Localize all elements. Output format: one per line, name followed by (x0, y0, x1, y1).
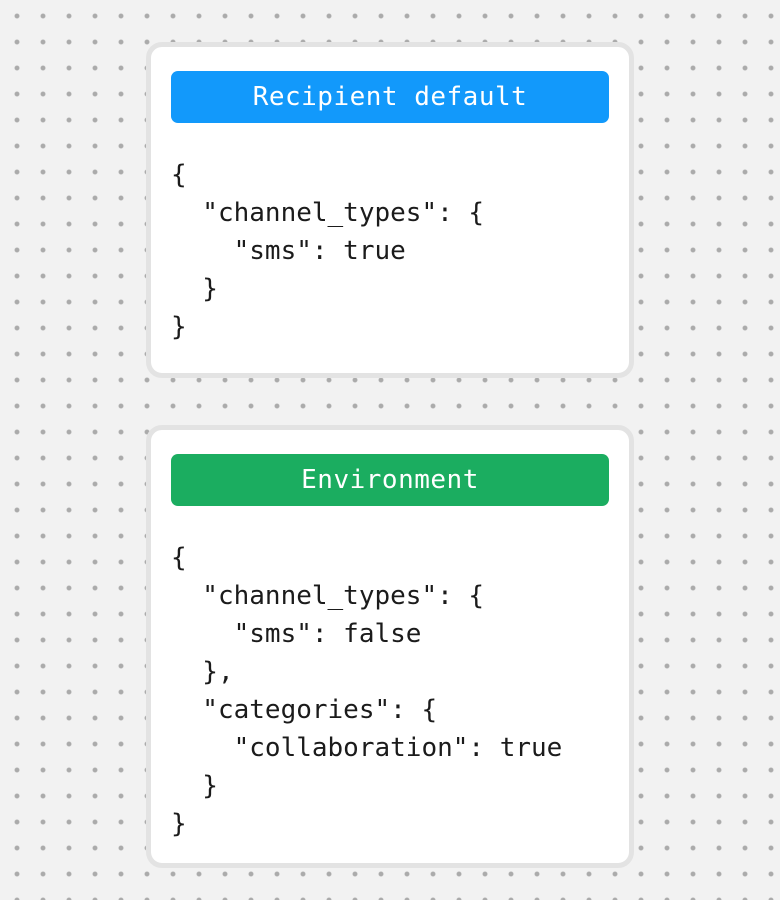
environment-card: Environment { "channel_types": { "sms": … (146, 425, 634, 868)
environment-badge: Environment (171, 454, 609, 506)
environment-json-code: { "channel_types": { "sms": false }, "ca… (171, 543, 563, 839)
recipient-default-badge: Recipient default (171, 71, 609, 123)
recipient-default-card: Recipient default { "channel_types": { "… (146, 42, 634, 378)
recipient-default-json-code: { "channel_types": { "sms": true } } (171, 160, 485, 342)
